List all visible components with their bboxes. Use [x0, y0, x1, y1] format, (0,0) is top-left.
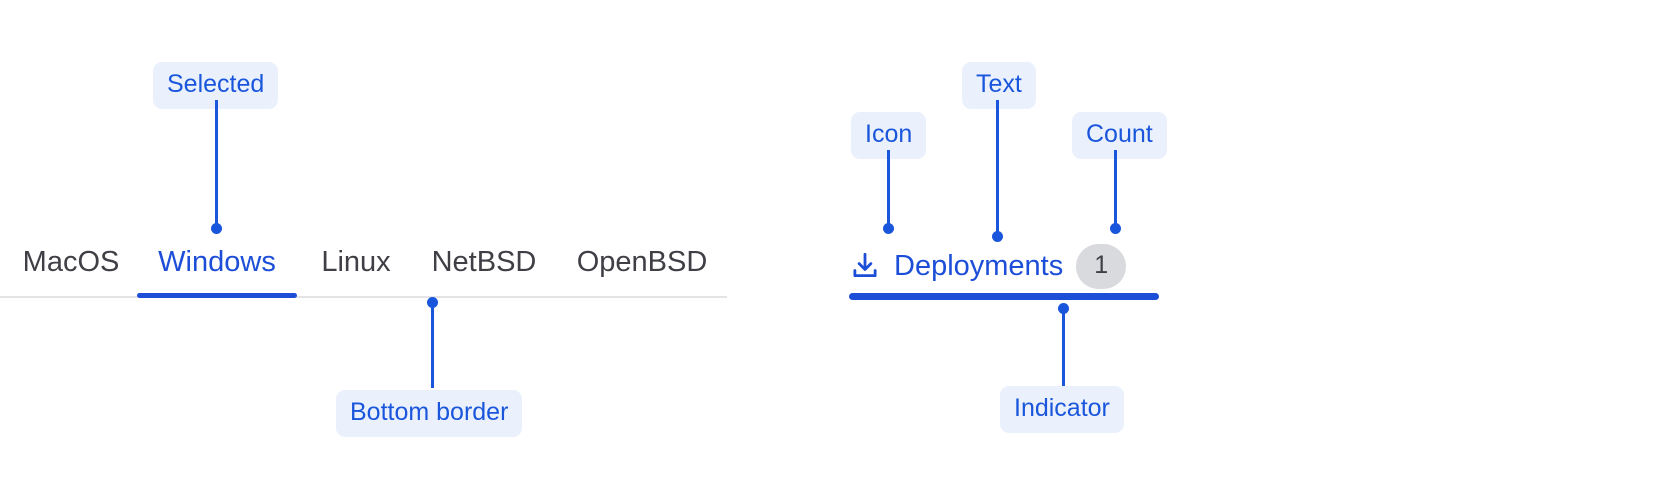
callout-count: Count	[1072, 112, 1167, 159]
tab-openbsd[interactable]: OpenBSD	[577, 246, 708, 298]
tab-deployments-label: Deployments	[894, 249, 1064, 282]
callout-indicator: Indicator	[1000, 386, 1124, 433]
tab-netbsd-label: NetBSD	[431, 246, 537, 278]
leader-dot-text	[992, 231, 1003, 242]
leader-line-bottom-border	[431, 303, 434, 388]
callout-text: Text	[962, 62, 1036, 109]
tab-windows[interactable]: Windows	[137, 246, 297, 298]
leader-line-indicator	[1062, 309, 1065, 386]
tab-deployments-content: Deployments 1	[849, 243, 1127, 289]
tab-macos[interactable]: MacOS	[22, 246, 120, 298]
leader-dot-count	[1110, 223, 1121, 234]
tab-windows-label: Windows	[158, 246, 276, 278]
tab-macos-label: MacOS	[22, 246, 120, 278]
leader-line-icon	[887, 150, 890, 228]
callout-bottom-border: Bottom border	[336, 390, 523, 437]
leader-line-text	[996, 100, 999, 236]
tab-linux-label: Linux	[321, 246, 391, 278]
leader-line-selected	[215, 100, 218, 228]
tab-netbsd[interactable]: NetBSD	[431, 246, 537, 298]
tab-windows-indicator	[137, 293, 297, 298]
tab-deployments[interactable]: Deployments 1	[849, 243, 1159, 300]
tab-strip-bottom-border	[0, 296, 727, 298]
leader-dot-selected	[211, 223, 222, 234]
leader-line-count	[1114, 150, 1117, 228]
tab-linux[interactable]: Linux	[319, 246, 393, 298]
leader-dot-icon	[883, 223, 894, 234]
leader-dot-bottom-border	[427, 297, 438, 308]
tab-deployments-indicator	[849, 293, 1159, 300]
tab-deployments-count-badge: 1	[1076, 243, 1127, 289]
leader-dot-indicator	[1058, 303, 1069, 314]
tab-openbsd-label: OpenBSD	[576, 246, 708, 278]
left-tab-strip: MacOS Windows Linux NetBSD OpenBSD	[0, 246, 727, 298]
download-icon	[853, 252, 877, 277]
